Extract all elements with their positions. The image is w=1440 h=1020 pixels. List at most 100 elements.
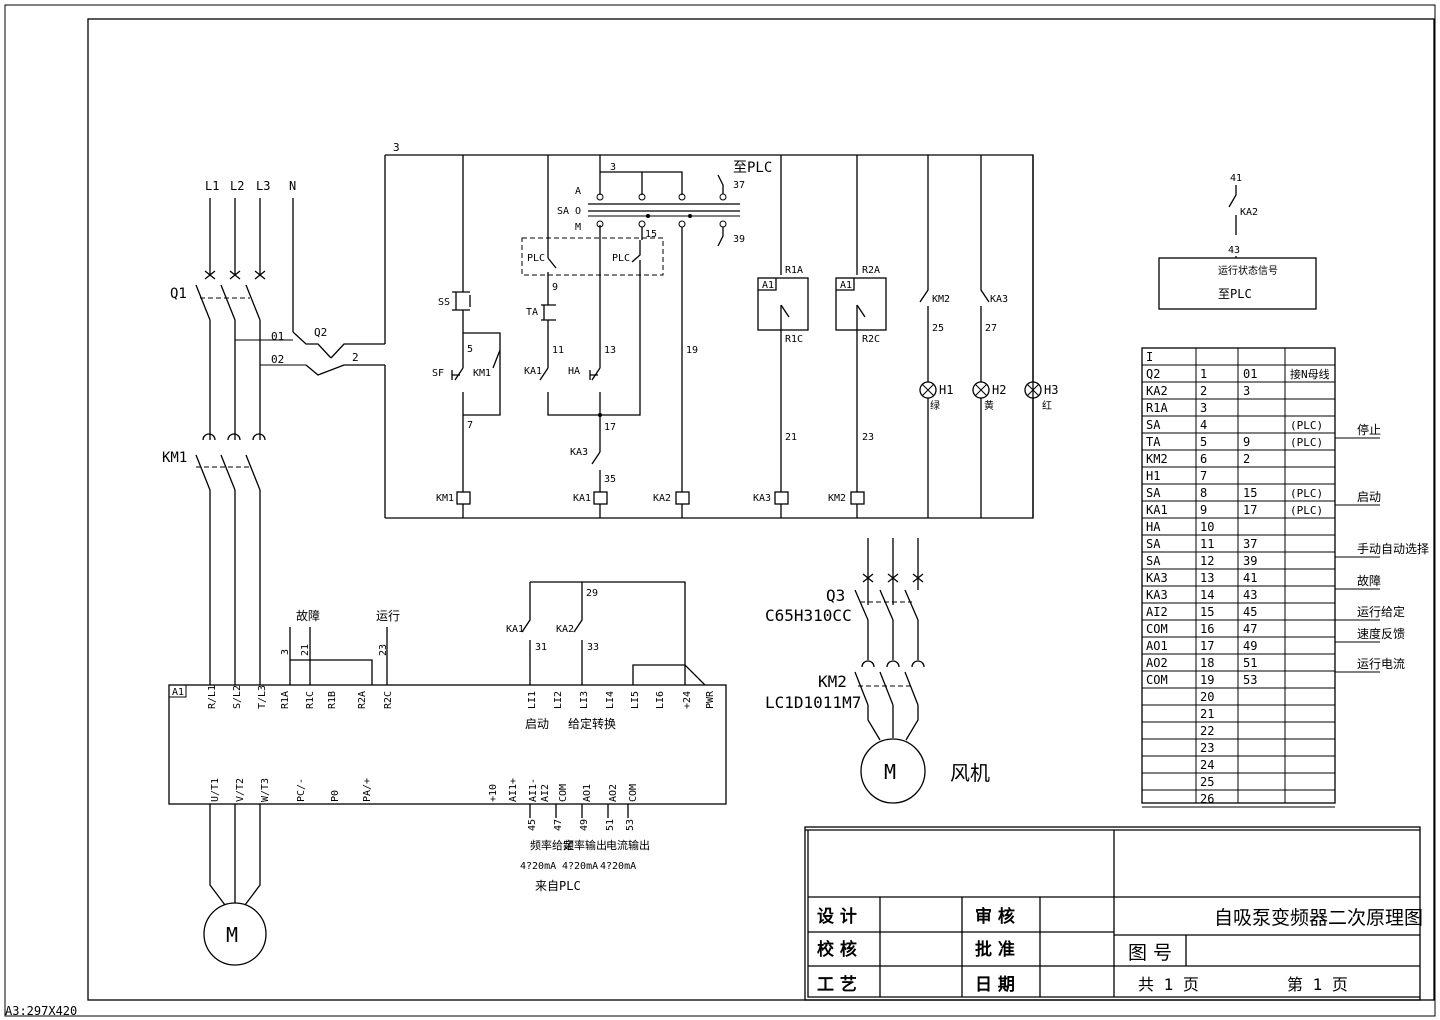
table-cell-number: 11 bbox=[1200, 537, 1214, 551]
term-23: 23 bbox=[862, 432, 874, 443]
table-cell-number: 22 bbox=[1200, 724, 1214, 738]
ha-label: HA bbox=[568, 366, 580, 377]
vfd-fault-label: 故障 bbox=[296, 608, 320, 623]
pump-motor bbox=[203, 902, 267, 966]
table-cell-wire: 51 bbox=[1243, 656, 1257, 670]
term-9: 9 bbox=[552, 282, 558, 293]
vfd-top-terminal: LI4 bbox=[605, 691, 616, 709]
table-cell-note: 接N母线 bbox=[1290, 367, 1330, 381]
relay-wire-3: 3 bbox=[280, 649, 291, 655]
terminal-table-header: I bbox=[1146, 350, 1153, 364]
ao-range-3: 4?20mA bbox=[600, 861, 636, 872]
vfd-bottom-terminal: COM bbox=[628, 784, 639, 802]
coil-ka2 bbox=[675, 491, 690, 505]
table-cell-wire: 41 bbox=[1243, 571, 1257, 585]
ao-label-freq-set: 频率给定 bbox=[530, 838, 574, 852]
fan-motor bbox=[860, 738, 926, 804]
q2-label: Q2 bbox=[314, 326, 327, 339]
ao-label-current-out: 电流输出 bbox=[606, 838, 650, 852]
vfd-bottom-terminal: PC/- bbox=[296, 778, 307, 802]
ao-label-freq-out: 频率输出 bbox=[563, 838, 607, 852]
table-cell-number: 6 bbox=[1200, 452, 1207, 466]
vfd-top-terminal: LI6 bbox=[655, 691, 666, 709]
term-25: 25 bbox=[932, 323, 944, 334]
vfd-top-terminal: R1B bbox=[327, 691, 338, 709]
vfd-bottom-terminal: AO2 bbox=[608, 784, 619, 802]
lamp-h2-color: 黄 bbox=[984, 399, 994, 412]
table-cell-device: AO1 bbox=[1146, 639, 1168, 653]
table-cell-number: 19 bbox=[1200, 673, 1214, 687]
q1-label: Q1 bbox=[170, 286, 187, 302]
table-cell-device: SA bbox=[1146, 486, 1161, 500]
vfd-bottom-terminal: COM bbox=[558, 784, 569, 802]
sheet-outer-border bbox=[4, 4, 1436, 1017]
table-cell-device: KA1 bbox=[1146, 503, 1168, 517]
table-cell-device: R1A bbox=[1146, 401, 1168, 415]
table-cell-number: 26 bbox=[1200, 792, 1214, 806]
vfd-name: A1 bbox=[172, 687, 184, 698]
table-cell-number: 23 bbox=[1200, 741, 1214, 755]
table-cell-device: KA2 bbox=[1146, 384, 1168, 398]
vfd-bottom-terminal: W/T3 bbox=[260, 778, 271, 802]
wire-01: 01 bbox=[271, 330, 284, 343]
table-cell-number: 14 bbox=[1200, 588, 1214, 602]
r1c-label: R1C bbox=[785, 334, 803, 345]
coil-km2 bbox=[850, 491, 865, 505]
r2a-label: R2A bbox=[862, 265, 880, 276]
plc-label-right: PLC bbox=[612, 253, 630, 264]
vfd-bottom-terminal: AI1- bbox=[528, 778, 539, 802]
table-cell-wire: 37 bbox=[1243, 537, 1257, 551]
vfd-top-terminal: R1C bbox=[305, 691, 316, 709]
tb-review: 审 核 bbox=[975, 906, 1015, 927]
table-cell-device: AI2 bbox=[1146, 605, 1168, 619]
ss-label: SS bbox=[438, 297, 450, 308]
term-5: 5 bbox=[467, 344, 473, 355]
table-cell-number: 2 bbox=[1200, 384, 1207, 398]
table-cell-number: 8 bbox=[1200, 486, 1207, 500]
r1-box bbox=[757, 277, 809, 331]
coil-ka3 bbox=[774, 491, 789, 505]
table-cell-note: (PLC) bbox=[1290, 487, 1323, 500]
phase-label-n: N bbox=[289, 179, 296, 193]
ka2-top-wire: 41 bbox=[1230, 173, 1242, 184]
vfd-top-terminal: R2C bbox=[383, 691, 394, 709]
sa-name: SA bbox=[557, 206, 569, 217]
di-wire-31: 31 bbox=[535, 642, 547, 653]
tb-drawing-no: 图 号 bbox=[1128, 942, 1172, 964]
term-35: 35 bbox=[604, 474, 616, 485]
vfd-top-terminal: LI1 bbox=[527, 691, 538, 709]
vfd-bottom-terminal: U/T1 bbox=[210, 778, 221, 802]
vfd-top-terminal: S/L2 bbox=[232, 685, 243, 709]
table-side-label: 运行电流 bbox=[1357, 657, 1405, 671]
vfd-top-terminal: LI5 bbox=[630, 691, 641, 709]
vfd-box bbox=[168, 684, 727, 805]
table-cell-device: HA bbox=[1146, 520, 1161, 534]
vfd-bottom-terminal: AO1 bbox=[582, 784, 593, 802]
lamp-h3-color: 红 bbox=[1042, 399, 1052, 412]
coil-km1-label: KM1 bbox=[436, 493, 454, 504]
vfd-bottom-terminal: P0 bbox=[330, 790, 341, 802]
ao-wire-53: 53 bbox=[625, 819, 636, 831]
tb-check: 校 核 bbox=[817, 939, 857, 960]
table-cell-device: AO2 bbox=[1146, 656, 1168, 670]
plc-box-line2: 至PLC bbox=[1218, 287, 1252, 301]
table-cell-number: 4 bbox=[1200, 418, 1207, 432]
sheet-size-label: A3:297X420 bbox=[5, 1004, 77, 1018]
wire-2: 2 bbox=[352, 351, 359, 364]
term-17: 17 bbox=[604, 422, 616, 433]
ao-wire-49: 49 bbox=[579, 819, 590, 831]
control-section: SS SF KM1 5 7 KM1 PLC PLC 9 TA 11 KA1 HA… bbox=[385, 154, 1058, 519]
sf-label: SF bbox=[432, 368, 444, 379]
tb-title: 自吸泵变频器二次原理图 bbox=[1214, 907, 1423, 929]
table-cell-device: COM bbox=[1146, 673, 1168, 687]
vfd-top-terminal: R2A bbox=[357, 691, 368, 709]
lamp-h2 bbox=[972, 381, 990, 399]
coil-ka2-label: KA2 bbox=[653, 493, 671, 504]
km1-aux-label: KM1 bbox=[473, 368, 491, 379]
fan-motor-label: M bbox=[884, 760, 896, 784]
table-cell-device: SA bbox=[1146, 554, 1161, 568]
vfd-top-terminal: T/L3 bbox=[257, 685, 268, 709]
table-cell-number: 15 bbox=[1200, 605, 1214, 619]
ao-wire-47: 47 bbox=[553, 819, 564, 831]
term-7: 7 bbox=[467, 420, 473, 431]
